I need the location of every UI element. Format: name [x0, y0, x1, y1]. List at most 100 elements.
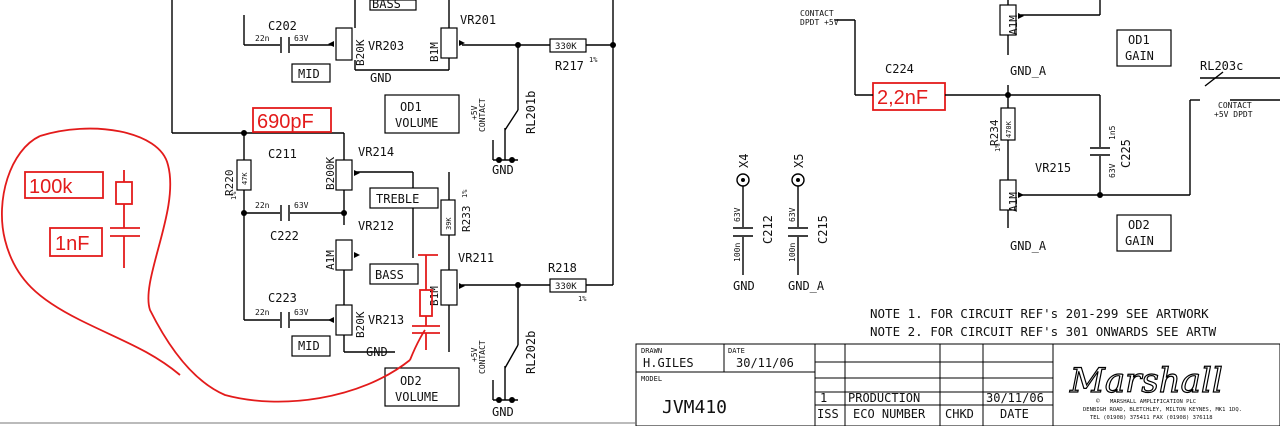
treble-label: TREBLE	[376, 192, 419, 206]
c202-ref: C202	[268, 19, 297, 33]
model-name: JVM410	[662, 397, 727, 418]
r233-value: 39K	[445, 217, 453, 230]
vr213-value: B20K	[354, 311, 367, 338]
resistor-r233	[440, 199, 456, 236]
od2-gain-line2: GAIN	[1125, 234, 1154, 248]
c-add-box	[49, 227, 103, 257]
title-block: DRAWN H.GILES DATE 30/11/06 MODEL JVM410…	[635, 343, 1280, 426]
vr201-value: B1M	[428, 42, 441, 62]
c223-ref: C223	[268, 291, 297, 305]
vr211-ref: VR211	[458, 251, 494, 265]
marshall-logo: Marshall	[1069, 361, 1223, 401]
wiper-arrow-icon	[354, 252, 360, 258]
c222-ref: C222	[270, 229, 299, 243]
rl202-5v: +5V	[470, 347, 479, 362]
gnd-a-label: GND_A	[1010, 239, 1047, 253]
pot-vr215	[999, 179, 1017, 211]
treble-box	[369, 187, 439, 209]
c224-ref: C224	[885, 62, 914, 76]
c211-voltage: 63V	[294, 201, 309, 210]
od2-volume-box	[384, 367, 460, 407]
rev-desc: PRODUCTION	[848, 391, 920, 405]
contact-label-2: CONTACT	[1218, 101, 1252, 110]
c202-voltage: 63V	[294, 34, 309, 43]
bass-label-1: BASS	[372, 0, 401, 11]
gnd-label: GND	[492, 405, 514, 419]
rl203c-ref: RL203c	[1200, 59, 1243, 73]
vr203-value: B20K	[354, 39, 367, 66]
drawn-date: 30/11/06	[736, 356, 794, 370]
vr212-ref: VR212	[358, 219, 394, 233]
vr215-value: A1M	[1007, 192, 1020, 212]
c211-mod-text: 690pF	[257, 111, 314, 133]
c225-value: 1n5	[1108, 125, 1117, 140]
resistor-r220	[236, 159, 252, 191]
pot-vr211	[440, 269, 458, 306]
vr203-ref: VR203	[368, 39, 404, 53]
mid-box-2	[291, 335, 331, 357]
resistor-r234	[1000, 107, 1016, 141]
c215-voltage: 63V	[788, 207, 797, 222]
vr212-value: A1M	[324, 250, 337, 270]
vr211-value: B1M	[428, 286, 441, 306]
r234-ref: R234	[988, 119, 1001, 146]
vr215-ref: VR215	[1035, 161, 1071, 175]
gain-section	[835, 0, 1280, 228]
dpdt-5v-label: DPDT +5V	[800, 18, 839, 27]
capacitor-c211	[280, 205, 290, 221]
wiper-arrow-icon	[1018, 13, 1024, 19]
vr201-ref: VR201	[460, 13, 496, 27]
wiper-arrow-icon	[328, 41, 334, 47]
decoupling-section: X4 X5 C212 C215 63V 100n 63V 100n GND GN…	[733, 154, 830, 293]
od1-volume-box	[384, 94, 460, 134]
mid-label-1: MID	[298, 67, 320, 81]
capacitor-c202	[280, 37, 290, 53]
col-iss: ISS	[817, 407, 839, 421]
company-address: DENBIGH ROAD, BLETCHLEY, MILTON KEYNES, …	[1083, 407, 1242, 413]
c215-value: 100n	[788, 243, 797, 262]
c212-ref: C212	[761, 215, 775, 244]
copyright-icon: ©	[1096, 398, 1100, 405]
od2-gain-box	[1116, 214, 1172, 252]
c225-ref: C225	[1119, 139, 1133, 168]
red-resistor-sketch	[115, 181, 133, 205]
od2-volume-line1: OD2	[400, 374, 422, 388]
rl201-5v: +5V	[470, 105, 479, 120]
pot-od1-gain	[999, 4, 1017, 36]
bass-label-2: BASS	[375, 268, 404, 282]
od2-volume-line2: VOLUME	[395, 390, 438, 404]
x4-ref: X4	[737, 154, 751, 168]
col-chkd: CHKD	[945, 407, 974, 421]
r233-ref: R233	[460, 206, 473, 233]
drawn-by: H.GILES	[643, 356, 694, 370]
red-lasso	[39, 127, 411, 403]
wiper-arrow-icon	[459, 283, 465, 289]
c211-mod-box	[252, 107, 332, 133]
tone-stack-wiring	[171, 0, 616, 403]
rl201-contact: CONTACT	[478, 98, 487, 132]
od1-volume-line1: OD1	[400, 100, 422, 114]
c224-mod-text: 2,2nF	[877, 87, 928, 109]
r233-tol: 1%	[461, 189, 469, 198]
date-label: DATE	[728, 347, 745, 355]
pot-vr212	[335, 239, 353, 271]
model-label: MODEL	[641, 375, 662, 383]
r218-value: 330K	[555, 282, 577, 292]
pot-vr201	[440, 27, 458, 59]
gnd-label: GND	[366, 345, 388, 359]
5v-dpdt-label: +5V DPDT	[1214, 110, 1253, 119]
wiper-arrow-icon	[354, 170, 360, 176]
note-2: NOTE 2. FOR CIRCUIT REF's 301 ONWARDS SE…	[870, 324, 1217, 339]
c211-value: 22n	[255, 201, 270, 210]
vr214-value: B200K	[324, 157, 337, 190]
pot-vr203	[335, 27, 353, 61]
gnd-label: GND	[492, 163, 514, 177]
r-add-text: 100k	[29, 176, 73, 198]
r217-value: 330K	[555, 42, 577, 52]
od1-gain-box	[1116, 29, 1172, 67]
resistor-r217	[549, 38, 587, 53]
pot-vr213	[335, 304, 353, 336]
mid-box-1	[291, 63, 331, 83]
od1-gain-pot-value: A1M	[1007, 15, 1020, 35]
